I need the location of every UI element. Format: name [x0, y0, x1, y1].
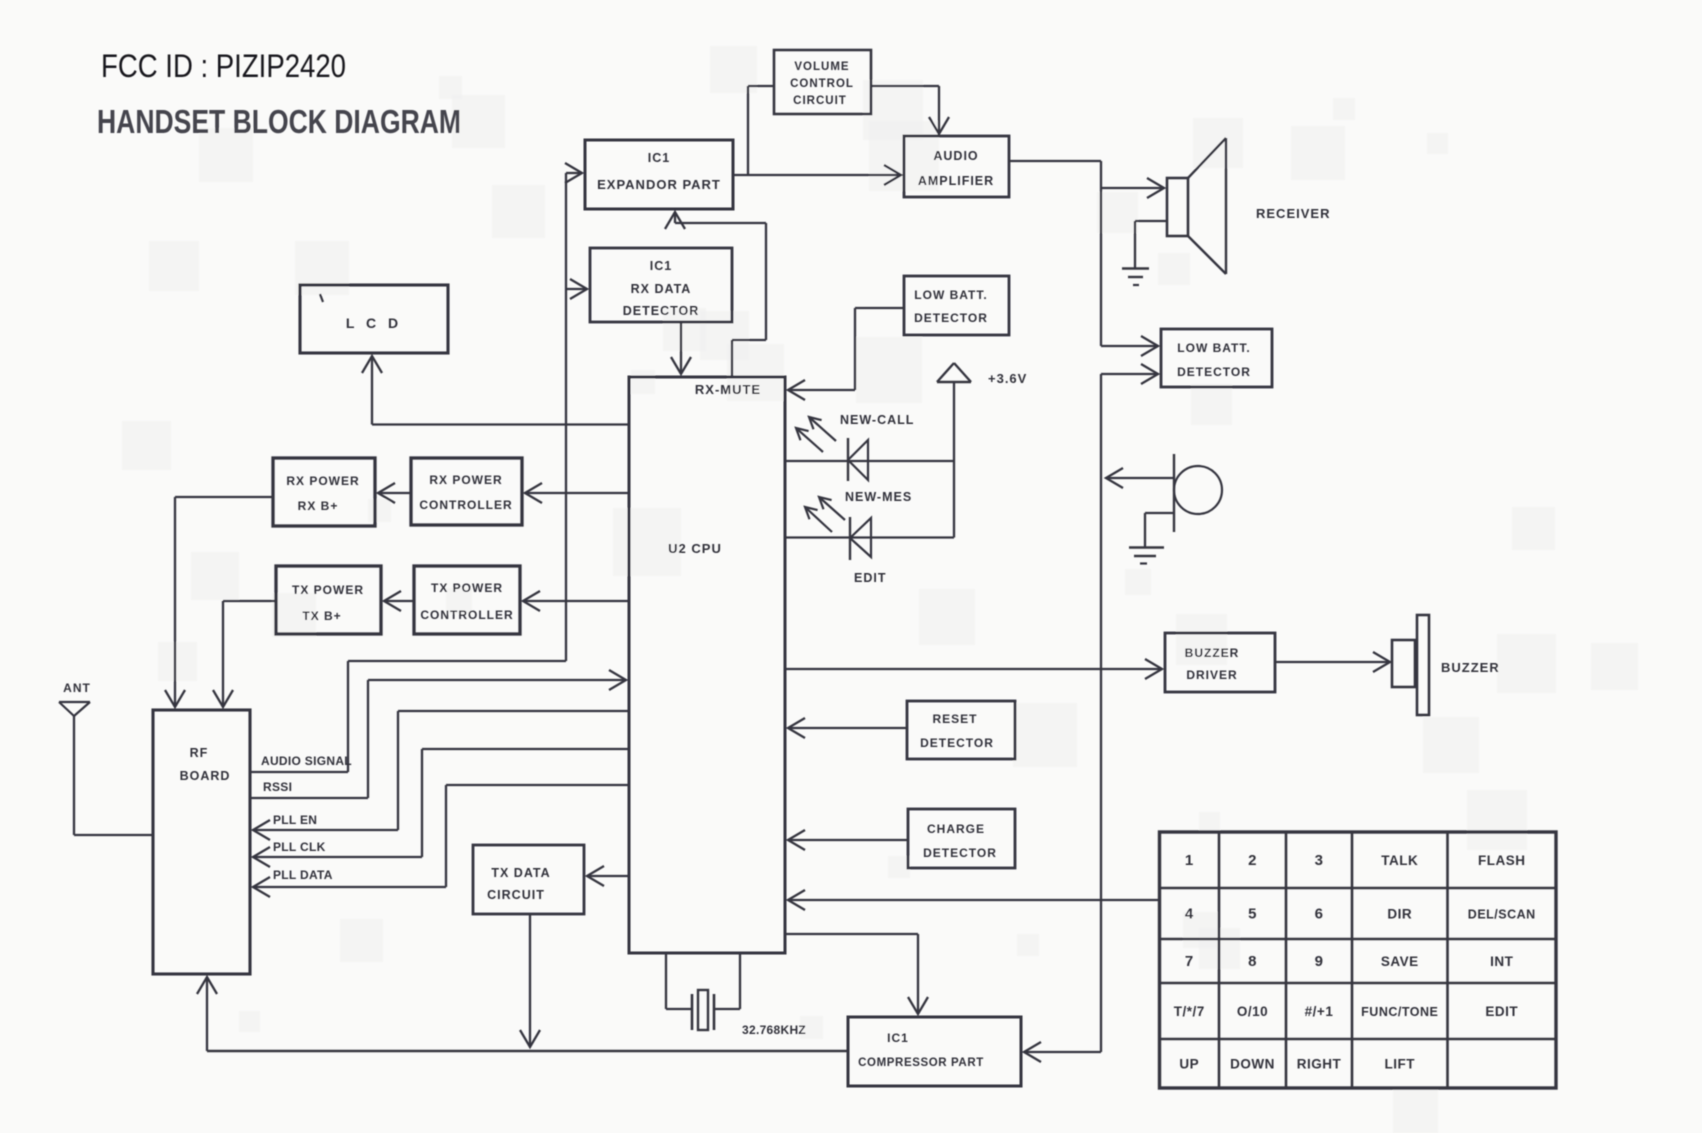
svg-text:O/10: O/10: [1237, 1004, 1268, 1019]
svg-text:7: 7: [1185, 953, 1194, 970]
svg-text:RX B+: RX B+: [298, 499, 339, 513]
svg-text:NEW-CALL: NEW-CALL: [840, 413, 914, 427]
svg-text:DETECTOR: DETECTOR: [923, 846, 997, 860]
svg-text:DETECTOR: DETECTOR: [1177, 365, 1251, 379]
svg-text:DIR: DIR: [1387, 907, 1412, 922]
svg-text:VOLUME: VOLUME: [794, 61, 849, 73]
svg-text:1: 1: [1185, 852, 1194, 869]
svg-text:RIGHT: RIGHT: [1297, 1057, 1342, 1072]
svg-text:DETECTOR: DETECTOR: [920, 736, 994, 750]
svg-text:T/*/7: T/*/7: [1174, 1004, 1205, 1019]
svg-text:FUNC/TONE: FUNC/TONE: [1361, 1005, 1438, 1019]
svg-text:TALK: TALK: [1381, 853, 1418, 868]
svg-text:TX DATA: TX DATA: [491, 866, 550, 880]
svg-text:HANDSET BLOCK DIAGRAM: HANDSET BLOCK DIAGRAM: [97, 103, 461, 140]
svg-text:IC1: IC1: [650, 259, 672, 273]
svg-text:LIFT: LIFT: [1385, 1057, 1416, 1072]
svg-text:RX POWER: RX POWER: [286, 474, 359, 488]
svg-text:AUDIO SIGNAL: AUDIO SIGNAL: [261, 754, 352, 768]
svg-text:TX POWER: TX POWER: [292, 583, 364, 597]
svg-text:8: 8: [1248, 953, 1257, 970]
svg-text:DETECTOR: DETECTOR: [914, 311, 988, 325]
svg-text:BUZZER: BUZZER: [1185, 646, 1240, 660]
svg-text:LOW BATT.: LOW BATT.: [1177, 341, 1250, 355]
svg-text:LOW BATT.: LOW BATT.: [914, 288, 987, 302]
svg-text:RX-MUTE: RX-MUTE: [695, 382, 761, 397]
svg-text:DETECTOR: DETECTOR: [623, 304, 700, 318]
svg-text:PLL EN: PLL EN: [273, 813, 317, 827]
svg-text:RX POWER: RX POWER: [429, 473, 502, 487]
svg-text:EDIT: EDIT: [1485, 1004, 1518, 1019]
svg-text:BUZZER: BUZZER: [1441, 660, 1500, 675]
svg-text:AMPLIFIER: AMPLIFIER: [918, 174, 994, 188]
svg-text:DOWN: DOWN: [1230, 1057, 1275, 1072]
svg-text:CHARGE: CHARGE: [927, 822, 985, 836]
svg-text:AUDIO: AUDIO: [933, 149, 978, 163]
svg-text:IC1: IC1: [887, 1031, 909, 1045]
svg-text:PLL DATA: PLL DATA: [273, 868, 333, 882]
svg-text:BOARD: BOARD: [180, 769, 231, 783]
svg-text:EDIT: EDIT: [854, 571, 886, 585]
svg-text:CONTROLLER: CONTROLLER: [419, 498, 512, 512]
svg-text:PLL CLK: PLL CLK: [273, 840, 326, 854]
svg-text:RESET: RESET: [932, 712, 977, 726]
svg-text:#/+1: #/+1: [1305, 1004, 1334, 1019]
svg-text:+3.6V: +3.6V: [988, 371, 1027, 386]
svg-text:CONTROL: CONTROL: [790, 78, 854, 90]
svg-text:FLASH: FLASH: [1478, 853, 1526, 868]
svg-text:9: 9: [1315, 953, 1324, 970]
svg-text:EXPANDOR PART: EXPANDOR PART: [597, 177, 721, 192]
svg-text:4: 4: [1185, 906, 1194, 923]
svg-text:ANT: ANT: [63, 681, 91, 695]
svg-text:L C D: L C D: [346, 315, 402, 331]
svg-text:CIRCUIT: CIRCUIT: [487, 888, 545, 902]
svg-text:32.768KHZ: 32.768KHZ: [742, 1023, 806, 1037]
svg-text:COMPRESSOR PART: COMPRESSOR PART: [858, 1057, 984, 1069]
svg-text:UP: UP: [1179, 1057, 1199, 1072]
svg-text:6: 6: [1315, 906, 1324, 923]
svg-text:IC1: IC1: [648, 151, 670, 165]
svg-text:NEW-MES: NEW-MES: [845, 490, 912, 504]
svg-text:RF: RF: [190, 746, 209, 760]
svg-text:DEL/SCAN: DEL/SCAN: [1468, 908, 1536, 922]
svg-text:INT: INT: [1490, 954, 1514, 969]
svg-text:U2 CPU: U2 CPU: [668, 541, 722, 556]
svg-text:RECEIVER: RECEIVER: [1256, 206, 1330, 221]
svg-text:CONTROLLER: CONTROLLER: [420, 608, 513, 622]
svg-text:RX DATA: RX DATA: [631, 282, 692, 296]
svg-text:3: 3: [1315, 852, 1324, 869]
svg-text:TX POWER: TX POWER: [431, 581, 503, 595]
svg-text:2: 2: [1248, 852, 1257, 869]
svg-text:CIRCUIT: CIRCUIT: [793, 95, 847, 107]
svg-text:SAVE: SAVE: [1381, 954, 1419, 969]
svg-text:5: 5: [1248, 906, 1257, 923]
svg-text:RSSI: RSSI: [263, 780, 292, 794]
svg-text:DRIVER: DRIVER: [1186, 668, 1237, 682]
svg-text:FCC ID : PIZIP2420: FCC ID : PIZIP2420: [101, 48, 346, 84]
svg-text:TX B+: TX B+: [302, 609, 341, 623]
